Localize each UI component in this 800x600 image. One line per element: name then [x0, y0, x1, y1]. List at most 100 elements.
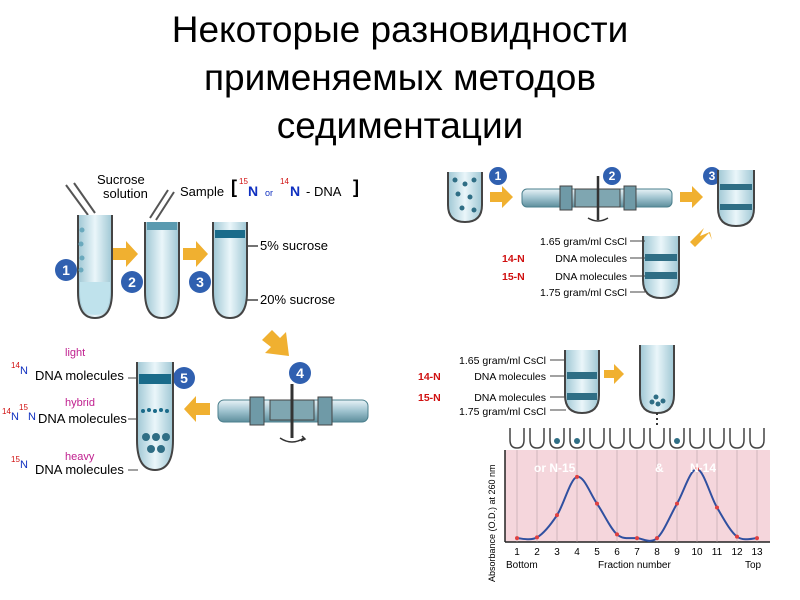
- title-line-2: применяемых методов: [203, 57, 597, 98]
- left-result: 4 5 14 N light: [2, 347, 369, 477]
- sample-n-14: N: [290, 183, 300, 199]
- title-line-1: Некоторые разновидности: [171, 9, 629, 50]
- fraction-content: [574, 438, 580, 444]
- data-point: [655, 536, 659, 541]
- title-line-3: седиментации: [276, 105, 524, 146]
- x-tick-label: 2: [534, 547, 540, 558]
- hybrid-iso-15: 15: [19, 403, 28, 412]
- heavy-iso-15: 15: [11, 455, 20, 464]
- light-label: light: [65, 347, 85, 359]
- arrow-4-5: [184, 396, 210, 422]
- data-point: [695, 467, 699, 472]
- centrifuge-right: [521, 176, 673, 222]
- x-tick-label: 7: [634, 547, 640, 558]
- svg-text:5: 5: [180, 370, 188, 386]
- step-badge-4: 4: [289, 362, 311, 384]
- data-point: [595, 501, 599, 506]
- chart-x-right-label: Top: [745, 560, 762, 571]
- right-step-badge-1: 1: [489, 167, 507, 185]
- fraction-cup: [589, 428, 605, 449]
- step-badge-3: 3: [189, 271, 211, 293]
- data-point: [515, 536, 519, 541]
- bottom-prefix-15n: 15-N: [418, 392, 441, 404]
- data-point: [575, 474, 579, 479]
- data-point: [755, 536, 759, 541]
- svg-text:1: 1: [495, 169, 502, 183]
- top-dna-15: DNA molecules: [555, 271, 627, 283]
- fraction-cup: [749, 428, 765, 449]
- arrow-1-2: [113, 241, 138, 267]
- x-tick-label: 11: [712, 547, 723, 558]
- right-tube-4: [642, 236, 680, 300]
- x-tick-label: 6: [614, 547, 620, 558]
- page-title: Некоторые разновидности применяемых мето…: [0, 6, 800, 150]
- x-tick-label: 1: [514, 547, 520, 558]
- tube-5: [136, 362, 174, 472]
- fraction-cup: [709, 428, 725, 449]
- right-tube-3: [717, 170, 755, 228]
- right-step-badge-2: 2: [603, 167, 621, 185]
- left-gradient-steps: Sucrose solution 1 2 3 Sample [: [55, 172, 359, 320]
- fraction-cup: [529, 428, 545, 449]
- x-tick-label: 5: [594, 547, 600, 558]
- step-badge-5: 5: [173, 367, 195, 389]
- fraction-content: [554, 438, 560, 444]
- data-point: [615, 532, 619, 537]
- light-iso-n: N: [20, 365, 28, 377]
- series-label-left: or N-15: [534, 461, 576, 475]
- fraction-content: [674, 438, 680, 444]
- data-point: [735, 534, 739, 539]
- chart-xlabel: Fraction number: [598, 560, 671, 571]
- hybrid-dna-label: DNA molecules: [38, 411, 127, 426]
- bottom-dna-15: DNA molecules: [474, 392, 546, 404]
- top-cscl-165: 1.65 gram/ml CsCl: [540, 236, 627, 248]
- fraction-cup: [649, 428, 665, 449]
- tube-3: [212, 222, 248, 320]
- light-dna-label: DNA molecules: [35, 368, 124, 383]
- top-prefix-15n: 15-N: [502, 271, 525, 283]
- centrifuge-left: [217, 384, 369, 443]
- series-label-right: N-14: [690, 461, 716, 475]
- fraction-cup: [509, 428, 525, 449]
- sample-isotope-14: 14: [280, 177, 289, 186]
- x-tick-label: 10: [691, 547, 703, 558]
- fraction-cup: [629, 428, 645, 449]
- data-point: [715, 505, 719, 510]
- heavy-label: heavy: [65, 451, 95, 463]
- step-badge-2: 2: [121, 271, 143, 293]
- svg-text:]: ]: [353, 177, 359, 197]
- pipette-2: [149, 189, 175, 221]
- right-arrow-3-4: [690, 228, 712, 247]
- data-point: [675, 501, 679, 506]
- step-badge-1: 1: [55, 259, 77, 281]
- right-arrow-2-3: [680, 186, 703, 208]
- hybrid-iso-n2: N: [28, 411, 36, 423]
- pipette-1: [65, 182, 96, 216]
- sucrose-label-1: Sucrose: [97, 172, 145, 187]
- bottom-prefix-14n: 14-N: [418, 371, 441, 383]
- svg-text:2: 2: [128, 274, 136, 290]
- data-point: [555, 513, 559, 518]
- x-tick-label: 13: [751, 547, 763, 558]
- data-point: [635, 536, 639, 541]
- right-step-badge-3: 3: [703, 167, 721, 185]
- x-tick-label: 4: [574, 547, 580, 558]
- sample-or: or: [265, 188, 273, 198]
- tube-2: [144, 222, 180, 320]
- svg-text:1: 1: [62, 262, 70, 278]
- svg-text:4: 4: [296, 365, 304, 381]
- sucrose-5-label: 5% sucrose: [260, 238, 328, 253]
- right-arrow-fraction: [604, 364, 624, 384]
- chart-ylabel: Absorbance (O.D.) at 260 nm: [487, 464, 497, 582]
- sample-isotope-15: 15: [239, 177, 248, 186]
- sucrose-20-label: 20% sucrose: [260, 292, 335, 307]
- svg-text:3: 3: [709, 169, 716, 183]
- top-cscl-175: 1.75 gram/ml CsCl: [540, 287, 627, 299]
- series-label-amp: &: [655, 461, 664, 475]
- hybrid-iso-14: 14: [2, 407, 11, 416]
- sucrose-label-2: solution: [103, 186, 148, 201]
- right-cscl-steps: 1 2 3 1.65 gram/ml CsCl: [447, 167, 755, 300]
- arrow-2-3: [183, 241, 208, 267]
- fraction-tube-a: [564, 350, 600, 415]
